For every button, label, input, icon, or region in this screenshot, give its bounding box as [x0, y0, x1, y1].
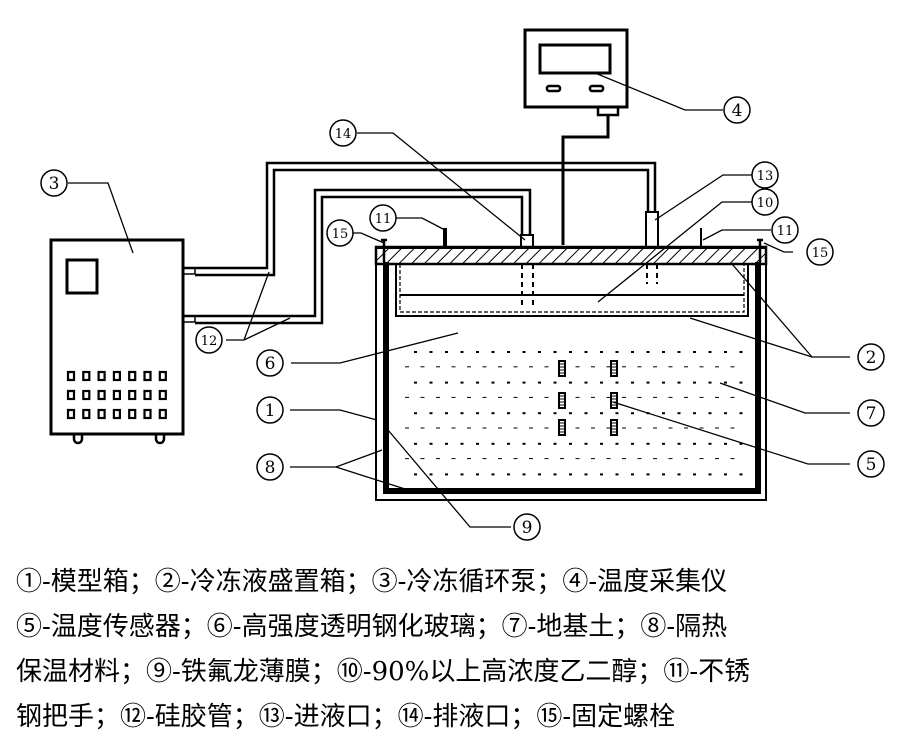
legend-line-3: 保温材料；⑨-铁氟龙薄膜；⑩-90%以上高浓度乙二醇；⑪-不锈	[16, 657, 751, 687]
pump-button	[128, 370, 137, 382]
svg-text:2: 2	[866, 348, 877, 368]
legend-line-4: 钢把手；⑫-硅胶管；⑬-进液口；⑭-排液口；⑮-固定螺栓	[16, 702, 676, 732]
temperature-sensor	[558, 360, 566, 377]
pump-button	[66, 370, 76, 382]
svg-text:1: 1	[265, 401, 276, 421]
svg-text:5: 5	[866, 455, 877, 475]
pump-button	[66, 408, 76, 420]
svg-text:11: 11	[777, 224, 794, 239]
svg-text:9: 9	[522, 518, 533, 538]
experimental-setup-diagram: 3 4 14 13 10 11 11 15 15 12 6 1 8 9 2 7 …	[40, 28, 885, 541]
temperature-sensor	[558, 392, 566, 409]
callout-9: 9	[513, 513, 541, 541]
refrigeration-pump	[49, 238, 196, 445]
callout-8: 8	[256, 453, 284, 481]
pump-wheel-right	[154, 434, 166, 445]
pump-button	[128, 389, 137, 401]
callout-3: 3	[40, 169, 68, 197]
callout-10: 10	[751, 188, 779, 216]
callout-7: 7	[857, 399, 885, 427]
silicone-tubes	[183, 161, 657, 325]
model-box	[374, 211, 768, 501]
pump-display	[65, 258, 99, 295]
callout-11-right: 11	[771, 216, 799, 244]
logger-screen	[538, 43, 612, 75]
temperature-sensors	[558, 360, 618, 436]
svg-text:3: 3	[49, 174, 60, 194]
pump-button	[82, 408, 91, 420]
callout-15-left: 15	[326, 219, 354, 247]
glass-lid	[374, 245, 768, 266]
pump-button	[97, 389, 106, 401]
callout-5: 5	[857, 450, 885, 478]
svg-text:13: 13	[757, 169, 774, 184]
svg-text:15: 15	[812, 246, 829, 261]
legend-line-1: ①-模型箱；②-冷冻液盛置箱；③-冷冻循环泵；④-温度采集仪	[16, 567, 728, 597]
pump-button-grid	[66, 370, 167, 420]
svg-text:7: 7	[866, 404, 877, 424]
pump-button	[158, 389, 167, 401]
temperature-sensor	[610, 392, 618, 409]
callout-1: 1	[256, 396, 284, 424]
pump-wheel-left	[72, 434, 84, 445]
callout-2: 2	[857, 343, 885, 371]
temperature-sensor	[558, 419, 566, 436]
pump-button	[97, 370, 106, 382]
component-legend: ①-模型箱；②-冷冻液盛置箱；③-冷冻循环泵；④-温度采集仪 ⑤-温度传感器；⑥…	[16, 560, 906, 740]
callout-14: 14	[329, 119, 357, 147]
callout-12: 12	[195, 326, 223, 354]
callout-11-left: 11	[369, 204, 397, 232]
pump-button	[158, 370, 167, 382]
callout-4: 4	[723, 96, 751, 124]
pump-button	[82, 370, 91, 382]
svg-text:10: 10	[757, 196, 774, 211]
svg-text:14: 14	[335, 127, 352, 142]
callout-15-right: 15	[806, 238, 834, 266]
pump-button	[128, 408, 137, 420]
sensor-cable	[561, 115, 610, 245]
svg-text:6: 6	[265, 354, 276, 374]
callout-6: 6	[256, 349, 284, 377]
callout-13: 13	[751, 161, 779, 189]
svg-text:11: 11	[375, 212, 392, 227]
pump-button	[112, 370, 122, 382]
leader-lines	[68, 72, 850, 528]
foundation-soil	[405, 351, 743, 476]
pump-button	[143, 370, 152, 382]
pump-button	[97, 408, 106, 420]
pump-button	[112, 408, 122, 420]
fixing-bolts	[381, 238, 763, 262]
svg-text:8: 8	[265, 458, 276, 478]
handle-left	[443, 228, 447, 247]
pump-button	[158, 408, 167, 420]
pump-button	[66, 389, 76, 401]
pump-button	[82, 389, 91, 401]
svg-text:15: 15	[332, 227, 349, 242]
temperature-logger	[523, 28, 629, 245]
pump-button	[143, 408, 152, 420]
pump-button	[112, 389, 122, 401]
legend-line-2: ⑤-温度传感器；⑥-高强度透明钢化玻璃；⑦-地基土；⑧-隔热	[16, 612, 728, 642]
temperature-sensor	[610, 360, 618, 377]
temperature-sensor	[610, 419, 618, 436]
svg-text:4: 4	[732, 101, 743, 121]
svg-text:12: 12	[201, 334, 218, 349]
pump-button	[143, 389, 152, 401]
